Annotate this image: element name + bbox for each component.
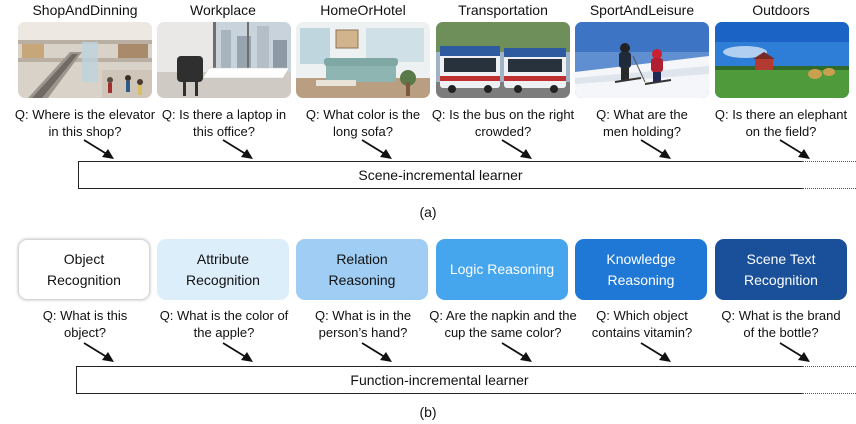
scene-question-shop: Q: Where is the elevator in this shop?	[14, 107, 156, 139]
arrow-icon	[361, 342, 392, 362]
scene-title-shop: ShopAndDinning	[32, 2, 138, 18]
function-box-object-recognition: Object Recognition	[18, 239, 150, 300]
scene-question-home: Q: What color is the long sofa?	[305, 107, 421, 139]
arrow-icon	[501, 342, 532, 362]
scene-question-sport: Q: What are the men holding?	[596, 107, 688, 139]
scene-question-outdoors: Q: Is there an elephant on the field?	[714, 107, 848, 139]
function-question-scene-text: Q: What is the brand of the bottle?	[721, 308, 841, 340]
continuation-dots	[802, 366, 856, 367]
scene-title-outdoors: Outdoors	[752, 2, 810, 18]
skiers-image	[575, 22, 709, 98]
continuation-dots	[802, 188, 856, 189]
function-question-logic: Q: Are the napkin and the cup the same c…	[429, 308, 577, 340]
function-box-knowledge-reasoning: Knowledge Reasoning	[575, 239, 707, 300]
function-incremental-learner-bar: Function-incremental learner	[76, 366, 802, 394]
arrow-icon	[361, 139, 392, 159]
arrow-icon	[779, 342, 810, 362]
function-question-relation: Q: What is in the person’s hand?	[314, 308, 412, 340]
arrow-icon	[222, 139, 253, 159]
shop-mall-image	[18, 22, 152, 98]
scene-title-sport: SportAndLeisure	[589, 2, 695, 18]
arrow-icon	[83, 139, 114, 159]
living-room-image	[296, 22, 430, 98]
continuation-dots	[802, 393, 856, 394]
scene-title-home: HomeOrHotel	[320, 2, 406, 18]
office-image	[157, 22, 291, 98]
caption-b: (b)	[419, 404, 437, 420]
scene-question-workplace: Q: Is there a laptop in this office?	[161, 107, 287, 139]
arrow-icon	[640, 139, 671, 159]
function-box-scene-text-recognition: Scene Text Recognition	[715, 239, 847, 300]
function-question-object: Q: What is this object?	[42, 308, 128, 340]
field-image	[715, 22, 849, 98]
caption-a: (a)	[419, 204, 437, 220]
arrow-icon	[640, 342, 671, 362]
function-box-attribute-recognition: Attribute Recognition	[157, 239, 289, 300]
arrow-icon	[779, 139, 810, 159]
function-box-relation-reasoning: Relation Reasoning	[296, 239, 428, 300]
function-question-attribute: Q: What is the color of the apple?	[159, 308, 289, 340]
scene-question-transportation: Q: Is the bus on the right crowded?	[431, 107, 575, 139]
arrow-icon	[501, 139, 532, 159]
scene-title-workplace: Workplace	[190, 2, 256, 18]
function-question-knowledge: Q: Which object contains vitamin?	[591, 308, 693, 340]
function-box-logic-reasoning: Logic Reasoning	[436, 239, 568, 300]
continuation-dots	[802, 161, 856, 162]
arrow-icon	[83, 342, 114, 362]
scene-title-transportation: Transportation	[458, 2, 548, 18]
buses-image	[436, 22, 570, 98]
scene-incremental-learner-bar: Scene-incremental learner	[78, 161, 802, 189]
arrow-icon	[222, 342, 253, 362]
